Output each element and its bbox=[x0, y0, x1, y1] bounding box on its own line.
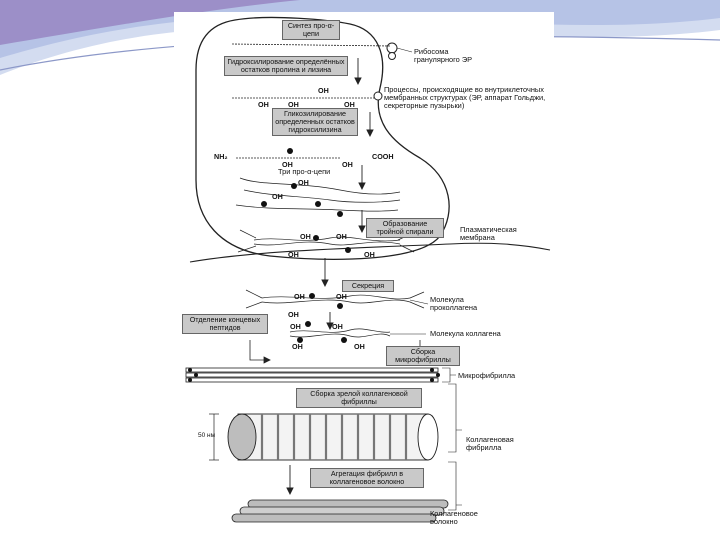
label-collagen-fiber: Коллагеновое волокно bbox=[430, 509, 478, 527]
collagen-fibril bbox=[227, 413, 439, 461]
microfibril bbox=[185, 367, 439, 383]
sugar-icons-helix bbox=[313, 235, 351, 253]
oh-label: OH bbox=[332, 322, 343, 331]
oh-label: OH bbox=[292, 342, 303, 351]
step-aggregation: Агрегация фибрилл в коллагеновое волокно bbox=[310, 468, 424, 488]
oh-label: OH bbox=[288, 310, 299, 319]
ribosome-small-icon bbox=[388, 52, 396, 60]
label-cooh: COOH bbox=[372, 152, 394, 161]
microfibril-ends bbox=[188, 368, 440, 382]
label-collagen-molecule: Молекула коллагена bbox=[430, 329, 501, 338]
procollagen-leader bbox=[409, 299, 429, 305]
oh-label: OH bbox=[298, 178, 309, 187]
cell-outline bbox=[195, 16, 450, 260]
oh-label: OH bbox=[364, 250, 375, 259]
fibril-bracket bbox=[448, 383, 462, 453]
oh-label: OH bbox=[342, 160, 353, 169]
label-processes: Процессы, происходящие во внутриклеточны… bbox=[384, 85, 546, 111]
collagen-fiber bbox=[231, 499, 449, 523]
fibril-cross-section bbox=[227, 413, 257, 461]
step-fibril-assembly: Сборка зрелой коллагеновой фибриллы bbox=[296, 388, 422, 408]
label-collagen-fibril: Коллагеновая фибрилла bbox=[466, 435, 514, 453]
oh-label: OH bbox=[336, 232, 347, 241]
label-membrane: Плазматическая мембрана bbox=[460, 225, 517, 243]
triple-helix-intracellular bbox=[237, 229, 416, 253]
oh-label: OH bbox=[258, 100, 269, 109]
oh-label: OH bbox=[290, 322, 301, 331]
oh-label: OH bbox=[344, 100, 355, 109]
step-glycosylation: Гликозилирование определенных остатков г… bbox=[272, 108, 358, 136]
step-triple-helix: Образование тройной спирали bbox=[366, 218, 444, 238]
ribosome-2-icon bbox=[373, 91, 383, 101]
oh-label: OH bbox=[336, 292, 347, 301]
label-procollagen: Молекула проколлагена bbox=[430, 295, 478, 313]
sugar-icons-collagen bbox=[297, 321, 347, 343]
fiber-bracket bbox=[448, 461, 462, 511]
step-cleavage: Отделение концевых пептидов bbox=[182, 314, 268, 334]
step-secretion: Секреция bbox=[342, 280, 394, 292]
step-hydroxylation: Гидроксилирование определённых остатков … bbox=[224, 56, 348, 76]
step-synthesis: Синтез про-α-цепи bbox=[282, 20, 340, 40]
sugar-icon bbox=[287, 148, 293, 154]
oh-label: OH bbox=[354, 342, 365, 351]
process-arrows bbox=[286, 58, 374, 496]
oh-label: OH bbox=[282, 160, 293, 169]
microfibril-bracket bbox=[442, 367, 456, 383]
scale-bar bbox=[209, 413, 219, 461]
collagen-molecule bbox=[289, 328, 391, 338]
oh-label: OH bbox=[288, 250, 299, 259]
pro-alpha-chain-1 bbox=[231, 43, 391, 47]
oh-label: OH bbox=[318, 86, 329, 95]
sugar-icons-group bbox=[261, 183, 343, 217]
plasma-membrane bbox=[189, 242, 551, 263]
oh-label: OH bbox=[294, 292, 305, 301]
label-three-chains: Три про-α-цепи bbox=[278, 167, 331, 176]
oh-label: OH bbox=[300, 232, 311, 241]
ribosome-icon bbox=[386, 42, 398, 54]
label-scale: 50 нм bbox=[198, 432, 216, 439]
banner-swoosh-dark bbox=[0, 0, 300, 45]
oh-label: OH bbox=[272, 192, 283, 201]
oh-label: OH bbox=[288, 100, 299, 109]
ribosome-leader bbox=[396, 47, 413, 53]
label-ribosome: Рибосома гранулярного ЭР bbox=[414, 47, 473, 65]
step-microfibril: Сборка микрофибриллы bbox=[386, 346, 460, 366]
label-microfibril: Микрофибрилла bbox=[458, 371, 516, 380]
label-nh2: NH₂ bbox=[214, 152, 228, 161]
sugar-icons-procollagen bbox=[309, 293, 343, 309]
three-chains-group bbox=[235, 177, 401, 212]
procollagen-molecule bbox=[245, 289, 425, 309]
